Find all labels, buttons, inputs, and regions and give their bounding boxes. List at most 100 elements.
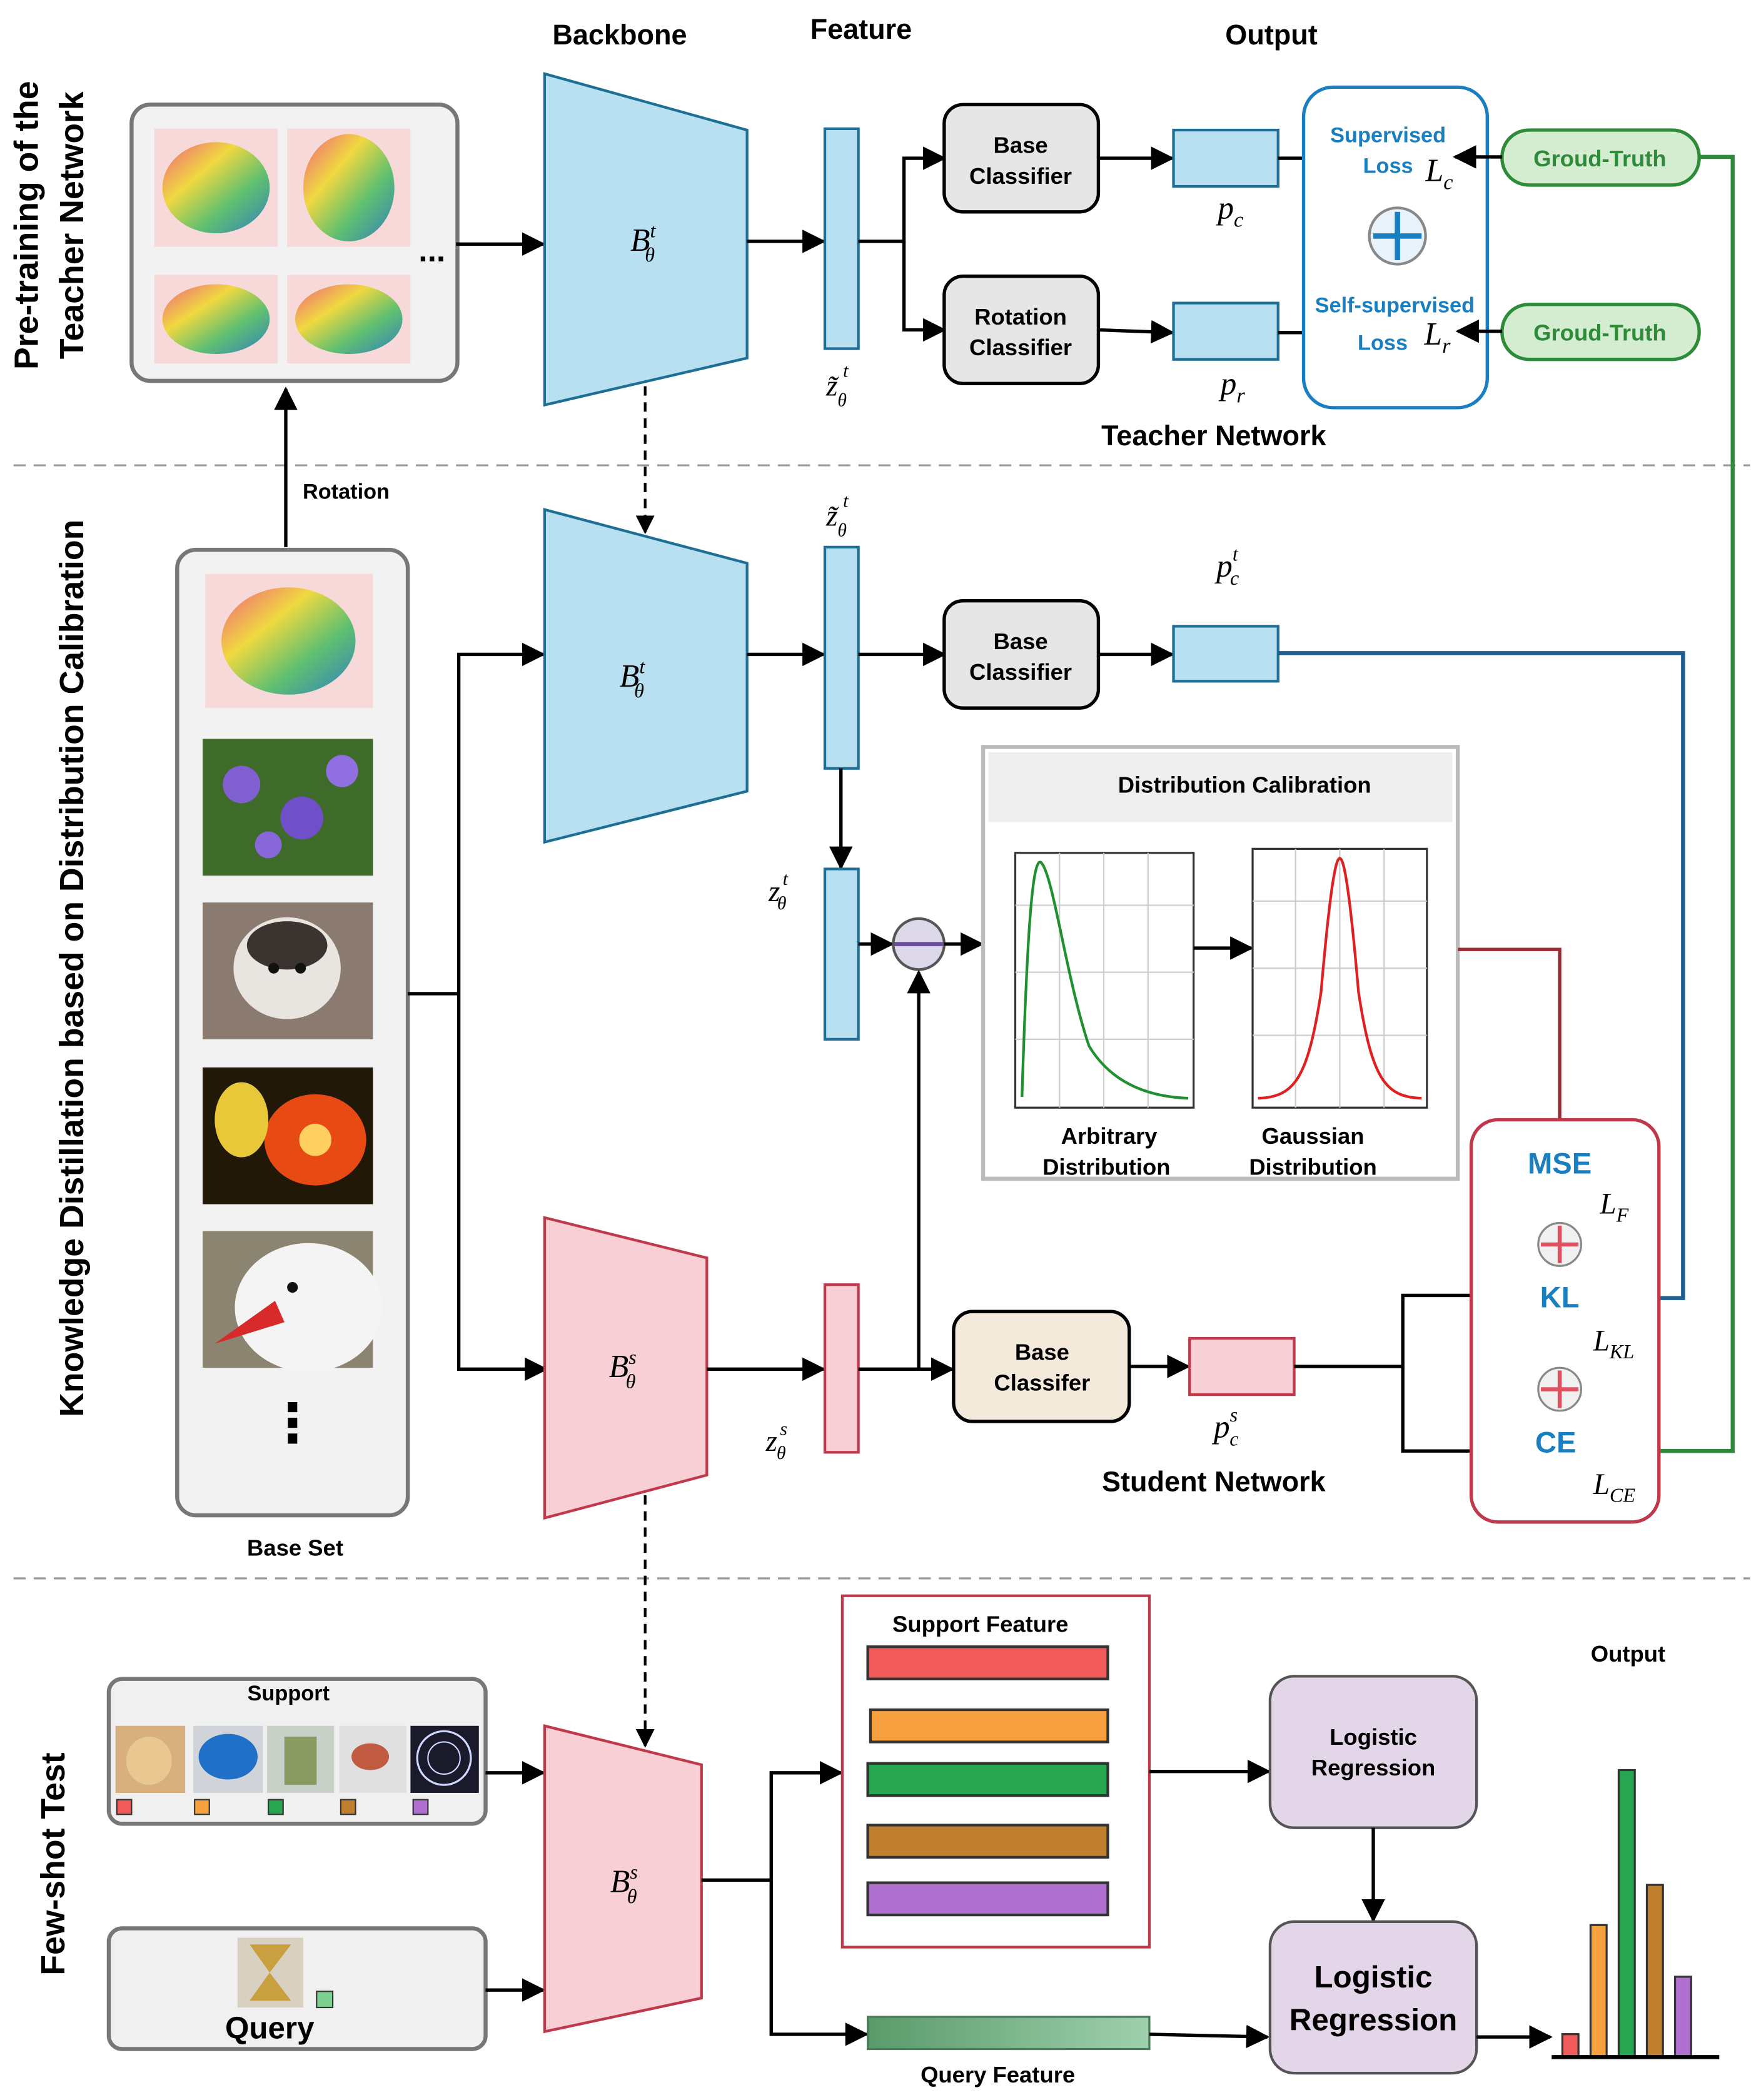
support-label: Support (248, 1682, 330, 1705)
arrow (1149, 2024, 1270, 2049)
teacher-base-classifier-line1: Base (994, 132, 1048, 158)
student-classifier-line2: Classifer (994, 1370, 1090, 1396)
arrow (769, 1761, 844, 1880)
kd-loss-box (1469, 1118, 1661, 1524)
kd-teacher-backbone (543, 508, 749, 844)
support-image-web (410, 1725, 479, 1793)
sum-plus-icon (1537, 1366, 1583, 1412)
arrow (457, 642, 546, 994)
kd-teacher-feature-bar (823, 545, 860, 770)
gaussian-label-line2: Distribution (1249, 1154, 1376, 1179)
logistic-predict-line1: Logistic (1314, 1960, 1433, 1994)
fewshot-student-backbone (543, 1724, 703, 2034)
arrow (769, 1880, 869, 2046)
support-image-dog (115, 1725, 186, 1793)
support-class-swatch (116, 1799, 133, 1815)
lf-label: LF (1599, 1188, 1628, 1226)
rotated-image (154, 275, 278, 364)
pcs-output-bar (1188, 1336, 1296, 1396)
section-title-pretrain-2: Teacher Network (53, 91, 91, 359)
pct-output-bar (1172, 625, 1279, 683)
column-backbone: Backbone (552, 19, 687, 51)
kd-base-classifier-line1: Base (994, 628, 1048, 654)
logistic-regression-predict (1268, 1920, 1478, 2075)
support-image-bird (339, 1725, 406, 1793)
sum-plus-icon (1537, 1222, 1583, 1267)
section-title-fewshot: Few-shot Test (34, 1752, 72, 1975)
ground-truth-label: Groud-Truth (1533, 146, 1667, 171)
support-feature-bar (866, 1881, 1109, 1917)
teacher-backbone (543, 72, 749, 407)
ground-truth-label: Groud-Truth (1533, 320, 1667, 346)
query-feature-bar (867, 2016, 1151, 2051)
student-base-classifier (952, 1310, 1131, 1423)
student-backbone (543, 1216, 709, 1520)
output-bar (1645, 1884, 1664, 2058)
output-bar-chart (1561, 1769, 1692, 2058)
support-feature-label: Support Feature (892, 1612, 1068, 1637)
lkl-label: LKL (1593, 1325, 1635, 1363)
kd-base-classifier (942, 598, 1101, 710)
student-classifier-line1: Base (1015, 1339, 1069, 1365)
support-class-swatch (268, 1799, 284, 1815)
rotated-image (287, 275, 411, 364)
base-image-puppy (203, 902, 373, 1039)
teacher-base-classifier (942, 103, 1101, 214)
rotation-label: Rotation (303, 480, 390, 504)
arrow (1401, 1366, 1501, 1463)
zs-feature-bar (823, 1283, 860, 1454)
rotated-image (287, 128, 411, 247)
ce-loss-label: CE (1535, 1425, 1577, 1458)
more-images-ellipsis: ... (418, 232, 445, 268)
sum-plus-icon (1368, 206, 1427, 266)
supervised-loss-line2: Loss (1363, 154, 1413, 178)
rotation-classifier (942, 275, 1101, 385)
logistic-train-line2: Regression (1311, 1755, 1435, 1780)
arrow (902, 241, 947, 342)
base-image-goose (203, 1231, 383, 1372)
rotated-image (154, 128, 278, 247)
ground-truth-to-ce-arrow (1620, 154, 1735, 1465)
distribution-calibration-title: Distribution Calibration (1118, 772, 1371, 797)
teacher-base-classifier-line2: Classifier (969, 163, 1072, 189)
gaussian-label-line1: Gaussian (1262, 1123, 1365, 1149)
subtract-icon (892, 917, 946, 971)
support-feature-bar (869, 1708, 1109, 1744)
pc-label: pc (1215, 191, 1243, 232)
output-bar (1673, 1976, 1692, 2058)
zt-feature-bar (823, 867, 860, 1041)
query-label: Query (225, 2011, 315, 2045)
column-feature: Feature (810, 13, 912, 45)
arrow (858, 146, 947, 243)
kd-base-classifier-line2: Classifier (969, 659, 1072, 685)
calibrated-to-mse-arrow (1458, 947, 1572, 1145)
arbitrary-distribution-plot (1014, 852, 1195, 1109)
output-bar (1561, 2033, 1580, 2058)
arbitrary-label-line1: Arbitrary (1061, 1123, 1158, 1149)
teacher-feature-bar (823, 127, 860, 350)
self-supervised-loss-line1: Self-supervised (1315, 294, 1475, 318)
support-image-hourglass (266, 1725, 335, 1793)
base-image-glass-art (203, 1067, 373, 1204)
support-class-swatch (194, 1799, 210, 1815)
section-title-kd: Knowledge Distillation based on Distribu… (53, 520, 91, 1417)
support-feature-bar (866, 1645, 1109, 1680)
query-class-swatch (316, 1991, 334, 2009)
arrow (1098, 320, 1175, 344)
rotation-classifier-line1: Rotation (974, 304, 1067, 330)
arbitrary-label-line2: Distribution (1042, 1154, 1170, 1179)
output-bar (1589, 1924, 1608, 2058)
kl-loss-label: KL (1540, 1281, 1580, 1314)
arrow (457, 993, 548, 1381)
logistic-regression-train (1268, 1675, 1478, 1829)
mse-loss-label: MSE (1528, 1146, 1592, 1179)
